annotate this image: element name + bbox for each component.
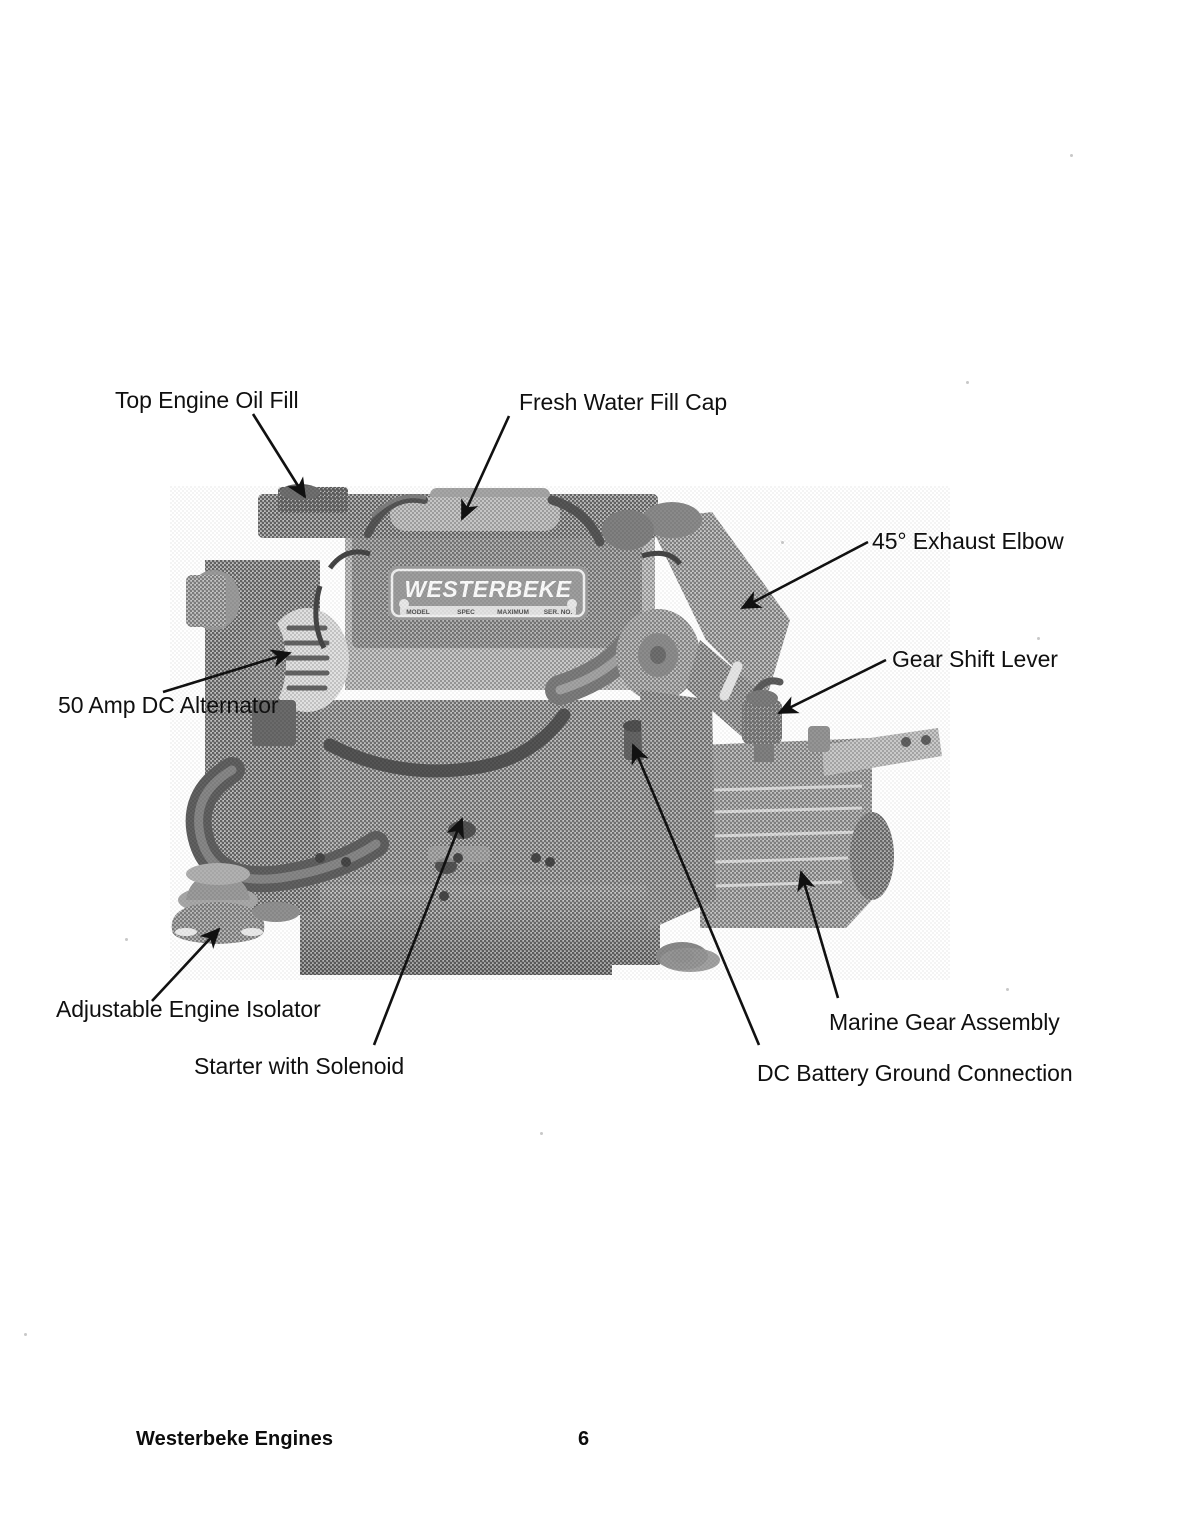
callout-label-top-engine-oil-fill: Top Engine Oil Fill — [115, 387, 299, 413]
scan-speck — [781, 541, 784, 544]
leader-line-dc-battery-ground-connection — [631, 743, 761, 1046]
engine-figure: WESTERBEKE MODEL SPEC MAXIMUM SER. NO. — [151, 413, 950, 1046]
engine-photograph: WESTERBEKE MODEL SPEC MAXIMUM SER. NO. — [170, 484, 950, 980]
leader-line-top-engine-oil-fill — [251, 413, 307, 499]
leader-line-alternator — [162, 649, 292, 694]
page-footer: Westerbeke Engines 6 — [0, 1428, 1190, 1468]
scan-speck — [1037, 637, 1040, 640]
leader-line-exhaust-elbow — [740, 540, 869, 610]
leader-lines — [151, 413, 887, 1046]
callout-label-fresh-water-fill-cap: Fresh Water Fill Cap — [519, 389, 728, 415]
callout-label-dc-battery-ground-connection: DC Battery Ground Connection — [757, 1060, 1073, 1086]
footer-page-number: 6 — [578, 1428, 590, 1450]
callout-label-exhaust-elbow: 45° Exhaust Elbow — [872, 528, 1064, 554]
scan-speck — [1006, 988, 1009, 991]
callout-label-marine-gear-assembly: Marine Gear Assembly — [829, 1009, 1060, 1035]
scan-speck — [24, 1333, 27, 1336]
scan-speck — [966, 381, 969, 384]
leader-line-marine-gear-assembly — [797, 870, 840, 999]
scan-speck — [125, 938, 128, 941]
leader-line-starter-with-solenoid — [372, 817, 465, 1046]
scan-speck — [540, 1132, 543, 1135]
callout-label-gear-shift-lever: Gear Shift Lever — [892, 646, 1058, 672]
callout-label-adjustable-engine-isolator: Adjustable Engine Isolator — [56, 996, 321, 1022]
scan-speck — [1070, 154, 1073, 157]
leader-line-fresh-water-fill-cap — [460, 415, 511, 521]
callout-label-alternator: 50 Amp DC Alternator — [58, 692, 279, 718]
callout-label-starter-with-solenoid: Starter with Solenoid — [194, 1053, 405, 1079]
leader-line-adjustable-engine-isolator — [151, 927, 221, 1002]
leader-line-gear-shift-lever — [777, 658, 887, 715]
footer-title: Westerbeke Engines — [136, 1428, 334, 1450]
